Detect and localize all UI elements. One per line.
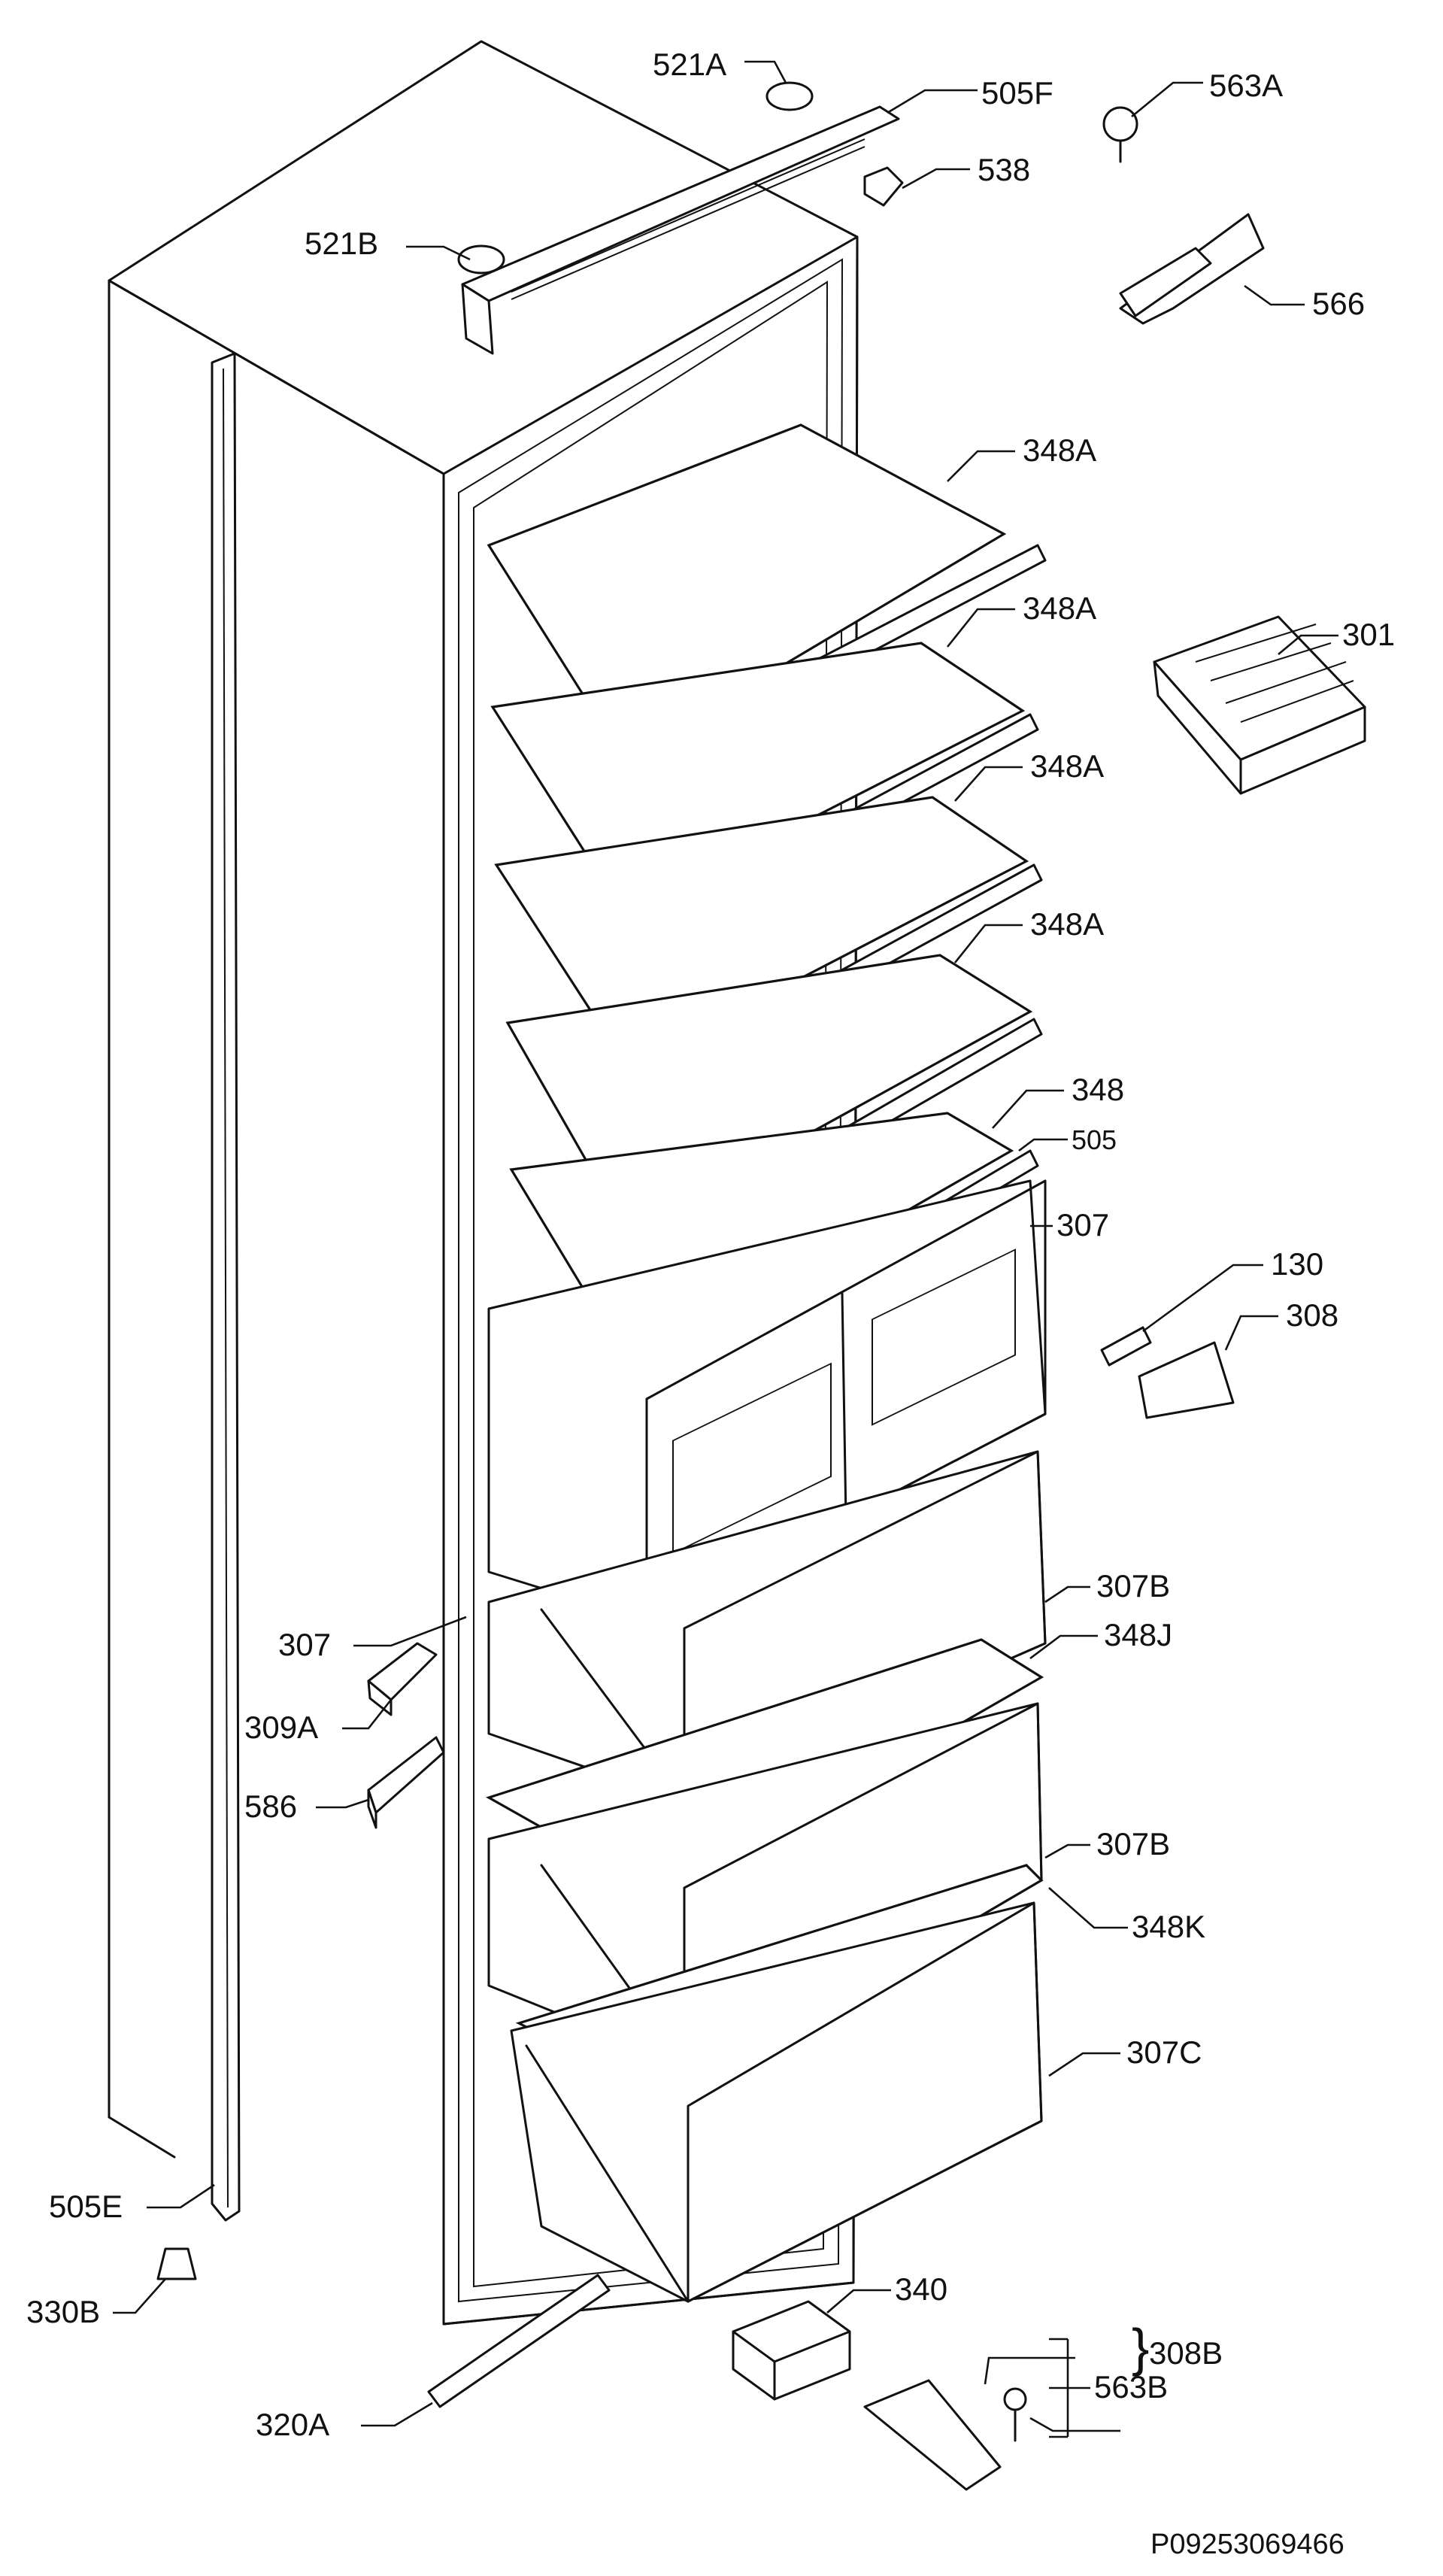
shelf-348a-1 [487,423,1007,762]
hinge-308b [863,2379,1002,2491]
label-563a: 563A [1209,68,1283,103]
label-308: 308 [1286,1297,1338,1333]
label-348a-4: 348A [1030,906,1104,942]
ice-tray [1153,615,1366,795]
hinge-pin-538 [863,166,904,207]
label-320a: 320A [256,2407,329,2442]
label-538: 538 [978,152,1030,187]
plate-130 [1100,1326,1152,1367]
label-521a: 521A [653,47,726,82]
rail-586 [367,1736,445,1814]
bracket-308 [1138,1341,1235,1419]
label-348: 348 [1072,1072,1124,1107]
label-307b-2: 307B [1096,1826,1170,1861]
label-130: 130 [1271,1246,1323,1282]
hinge-cap-521a [765,81,814,111]
label-505e: 505E [49,2189,123,2224]
label-307-left: 307 [278,1627,331,1662]
label-566: 566 [1312,286,1365,321]
shelf-348a-3 [494,796,1029,1070]
brace-symbol: } [1132,2318,1149,2377]
part-labels: 521A 505F 563A 538 521B 566 348A 348A 30… [26,47,1395,2442]
label-307c: 307C [1126,2034,1202,2070]
side-parts [156,1326,1235,2491]
label-309a: 309A [244,1710,318,1745]
drawers [486,1179,1047,2303]
label-348j: 348J [1104,1617,1172,1652]
drawing-code: P09253069466 [1150,2529,1344,2560]
rail-320a [427,2274,611,2408]
label-348a-1: 348A [1023,432,1096,468]
label-505: 505 [1072,1124,1117,1155]
label-521b: 521B [305,226,378,261]
hinge-cap-521b [457,244,505,275]
label-348a-2: 348A [1023,590,1096,626]
label-348k: 348K [1132,1909,1205,1944]
label-586: 586 [244,1789,297,1824]
label-340: 340 [895,2271,947,2307]
label-308b: 308B [1149,2335,1223,2371]
top-hinge-parts [457,81,1265,355]
label-301: 301 [1342,617,1395,652]
label-307-top: 307 [1056,1207,1109,1242]
screw-563a [1102,106,1138,142]
label-505f: 505F [981,75,1053,111]
label-563b: 563B [1094,2369,1168,2405]
label-330b: 330B [26,2294,100,2329]
leader-lines [113,60,1338,2438]
label-348a-3: 348A [1030,748,1104,784]
foot-330b [156,2247,197,2280]
label-307b-1: 307B [1096,1568,1170,1604]
box-340 [732,2300,851,2401]
